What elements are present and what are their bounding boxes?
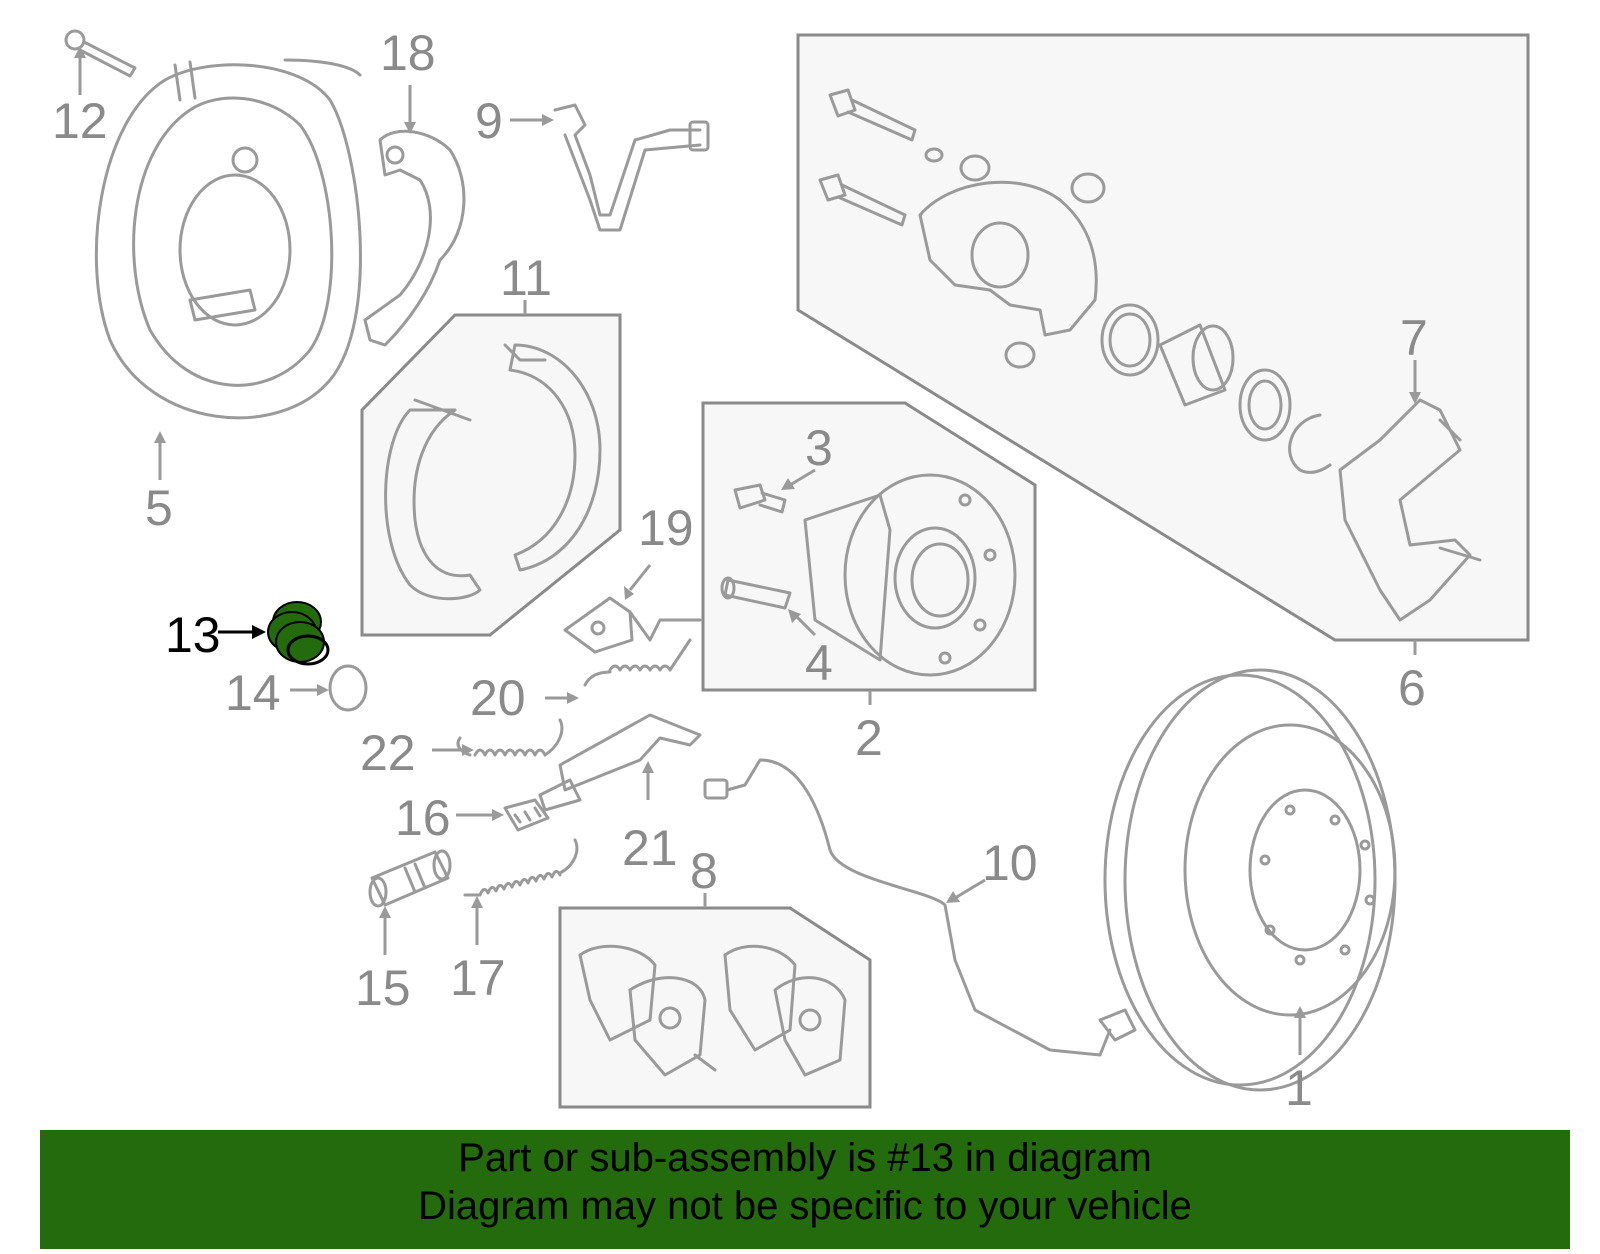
leader-arrows — [74, 46, 1421, 1055]
callout-7: 7 — [1400, 310, 1428, 366]
caliper-bolts-part[interactable] — [818, 88, 944, 227]
spring-20-part[interactable] — [583, 638, 692, 687]
brake-shoes-part[interactable] — [384, 343, 602, 601]
dust-boot-part[interactable] — [1238, 368, 1292, 442]
callout-4: 4 — [805, 635, 833, 691]
brake-pads-8-part[interactable] — [578, 944, 847, 1077]
callout-5: 5 — [145, 480, 173, 536]
bracket-19-part[interactable] — [563, 596, 702, 654]
hub-2-part[interactable] — [803, 473, 1017, 677]
callout-19: 19 — [638, 500, 694, 556]
clip-16-part[interactable] — [503, 798, 550, 832]
retaining-ring-part[interactable] — [1288, 413, 1332, 474]
callout-2: 2 — [855, 710, 883, 766]
spring-13-highlighted-part[interactable] — [267, 601, 330, 666]
callout-3: 3 — [805, 420, 833, 476]
piston-seal-part[interactable] — [1100, 303, 1160, 377]
adjuster-15-part[interactable] — [368, 849, 452, 908]
brake-pad-box — [558, 906, 872, 1109]
hub-bearing-box — [701, 401, 1037, 692]
sensor-10-part[interactable] — [703, 758, 1137, 1057]
callout-12: 12 — [52, 93, 108, 149]
backing-plate-part[interactable] — [94, 58, 362, 420]
info-banner: Part or sub-assembly is #13 in diagram D… — [40, 1130, 1570, 1249]
piston-part[interactable] — [1158, 323, 1235, 407]
rotor-1-part[interactable] — [1103, 668, 1397, 1092]
callout-16: 16 — [395, 790, 451, 846]
callout-13: 13 — [165, 607, 221, 663]
lever-21-part[interactable] — [538, 713, 702, 812]
lever-18-part[interactable] — [363, 129, 466, 347]
banner-line-1: Part or sub-assembly is #13 in diagram — [458, 1136, 1152, 1180]
callout-10: 10 — [982, 835, 1038, 891]
callout-labels: 1 2 3 4 5 6 7 8 9 10 11 12 13 14 15 16 1… — [52, 25, 1428, 1116]
plug-14-part[interactable] — [328, 664, 368, 712]
hose-9-part[interactable] — [553, 103, 710, 232]
callout-17: 17 — [450, 950, 506, 1006]
callout-14: 14 — [225, 665, 281, 721]
brake-shoe-box — [360, 313, 622, 637]
spring-17-part[interactable] — [463, 838, 579, 897]
caliper-body-part[interactable] — [918, 154, 1106, 369]
callout-11: 11 — [500, 250, 552, 306]
callout-6: 6 — [1398, 660, 1426, 716]
callout-20: 20 — [470, 670, 526, 726]
caliper-kit-box — [796, 33, 1530, 642]
banner-line-2: Diagram may not be specific to your vehi… — [418, 1184, 1192, 1228]
caliper-bracket-7-part[interactable] — [1338, 398, 1482, 622]
callout-22: 22 — [360, 725, 416, 781]
callout-15: 15 — [355, 960, 411, 1016]
bolt-12-part[interactable] — [64, 29, 137, 78]
callout-21: 21 — [622, 820, 678, 876]
callout-1: 1 — [1285, 1060, 1313, 1116]
callout-18: 18 — [380, 25, 436, 81]
spring-22-part[interactable] — [456, 718, 564, 757]
stud-4-part[interactable] — [720, 576, 792, 610]
callout-8: 8 — [690, 843, 718, 899]
bolt-3-part[interactable] — [733, 483, 787, 514]
callout-9: 9 — [475, 93, 503, 149]
